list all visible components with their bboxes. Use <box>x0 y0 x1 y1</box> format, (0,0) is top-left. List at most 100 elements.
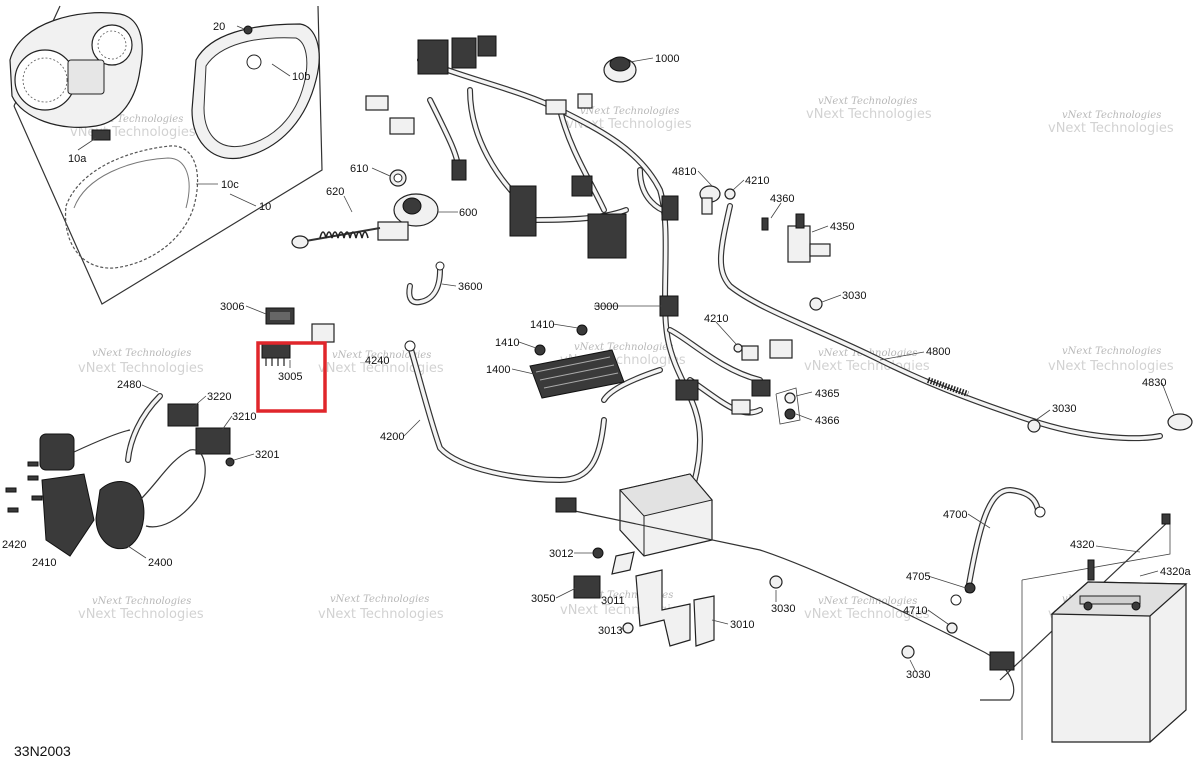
callout-3010: 3010 <box>730 619 754 631</box>
callout-1400: 1400 <box>486 364 510 376</box>
nut-4210[interactable] <box>724 188 736 200</box>
switch-block-2400[interactable] <box>95 449 206 550</box>
callout-2400: 2400 <box>148 557 172 569</box>
callout-1410: 1410 <box>530 319 554 331</box>
ground-cable-3600[interactable] <box>406 261 445 306</box>
gauge-cluster[interactable] <box>9 12 143 128</box>
callout-20: 20 <box>213 21 225 33</box>
callout-4360: 4360 <box>770 193 794 205</box>
cable-4200[interactable] <box>404 340 607 483</box>
callout-3005: 3005 <box>278 371 302 383</box>
connector-3220[interactable] <box>167 403 199 427</box>
bracket-3011[interactable] <box>611 551 635 575</box>
nut-20[interactable] <box>243 25 253 35</box>
switch-housing-2410[interactable] <box>39 433 95 557</box>
callout-4320: 4320 <box>1070 539 1094 551</box>
callout-4700: 4700 <box>943 509 967 521</box>
clip-3030[interactable] <box>769 575 783 589</box>
watermark: vNext Technologies <box>818 96 917 107</box>
callout-1000: 1000 <box>655 53 679 65</box>
callout-3030: 3030 <box>1052 403 1076 415</box>
callout-10: 10 <box>259 201 271 213</box>
callout-3220: 3220 <box>207 391 231 403</box>
part-3005[interactable] <box>261 343 291 366</box>
bolt-4360[interactable] <box>761 217 769 231</box>
callout-600: 600 <box>459 207 477 219</box>
boot-4810[interactable] <box>699 185 721 215</box>
nut-610[interactable] <box>389 169 407 187</box>
ignition-switch-600[interactable] <box>377 193 439 241</box>
callout-4705: 4705 <box>906 571 930 583</box>
bracket-3010[interactable] <box>635 569 691 647</box>
nut-1410[interactable] <box>576 324 588 336</box>
callout-4810: 4810 <box>672 166 696 178</box>
callout-3000: 3000 <box>594 301 618 313</box>
callout-4320a: 4320a <box>1160 566 1191 578</box>
watermark: vNext Technologies <box>1062 110 1161 121</box>
sensor-4350[interactable] <box>787 213 831 263</box>
callout-1410: 1410 <box>495 337 519 349</box>
callout-3030: 3030 <box>906 669 930 681</box>
nut-3013[interactable] <box>622 622 634 634</box>
fuse-box[interactable] <box>619 473 713 557</box>
switch-3006[interactable] <box>265 307 295 325</box>
watermark: vNext Technologies <box>92 348 191 359</box>
cluster-bezel[interactable] <box>191 23 320 160</box>
nut-washer-set[interactable] <box>775 387 801 425</box>
callout-4366: 4366 <box>815 415 839 427</box>
watermark: vNext Technologies <box>804 607 930 622</box>
callout-610: 610 <box>350 163 368 175</box>
connector-3006[interactable] <box>311 323 335 343</box>
connector-3210[interactable] <box>195 427 231 455</box>
callout-10b: 10b <box>292 71 310 83</box>
watermark: vNext Technologies <box>84 114 183 125</box>
connector-3050[interactable] <box>573 575 601 599</box>
wire-lead <box>569 509 1015 701</box>
nut-4705[interactable] <box>964 582 976 594</box>
cluster-lens[interactable] <box>64 145 199 269</box>
connector-harness[interactable] <box>555 497 577 513</box>
callout-4200: 4200 <box>380 431 404 443</box>
hose-2480[interactable] <box>125 393 163 463</box>
callout-4830: 4830 <box>1142 377 1166 389</box>
screws-2420[interactable] <box>5 461 43 513</box>
battery-4320[interactable] <box>1050 581 1188 743</box>
voltage-regulator-1400[interactable] <box>529 349 625 399</box>
callout-3210: 3210 <box>232 411 256 423</box>
highlight-box-3005 <box>256 341 327 413</box>
bolt-4320a[interactable] <box>1087 559 1095 581</box>
connector-battery[interactable] <box>989 651 1015 671</box>
callout-3012: 3012 <box>549 548 573 560</box>
battery-cable-4700[interactable] <box>950 487 1046 606</box>
washer-4710[interactable] <box>946 622 958 634</box>
instrument-cluster-group <box>9 5 323 305</box>
callout-4710: 4710 <box>903 605 927 617</box>
watermark: vNext Technologies <box>574 590 673 601</box>
callout-4210: 4210 <box>745 175 769 187</box>
clip-3030[interactable] <box>901 645 915 659</box>
watermark: vNext Technologies <box>1048 121 1174 136</box>
watermark-layer: vNext Technologies vNext Technologies vN… <box>70 96 1174 622</box>
watermark: vNext Technologies <box>1048 359 1174 374</box>
screw-3201[interactable] <box>225 457 235 467</box>
watermark: vNext Technologies <box>574 342 673 353</box>
watermark: vNext Technologies <box>78 361 204 376</box>
watermark: vNext Technologies <box>78 607 204 622</box>
watermark: vNext Technologies <box>318 607 444 622</box>
watermark: vNext Technologies <box>332 350 431 361</box>
key-switch-1000[interactable] <box>603 56 637 83</box>
clip-3030[interactable] <box>809 297 823 311</box>
cluster-connector[interactable] <box>91 129 111 141</box>
tether-cord-620[interactable] <box>291 227 381 249</box>
nut-4210[interactable] <box>733 343 743 353</box>
main-harness[interactable] <box>365 35 793 523</box>
nut-1410[interactable] <box>534 344 546 356</box>
nut-3012[interactable] <box>592 547 604 559</box>
watermark: vNext Technologies <box>330 594 429 605</box>
watermark: vNext Technologies <box>580 106 679 117</box>
callout-10a: 10a <box>68 153 87 165</box>
callout-3011: 3011 <box>601 595 625 607</box>
clip-3030[interactable] <box>1027 419 1041 433</box>
callout-3050: 3050 <box>531 593 555 605</box>
